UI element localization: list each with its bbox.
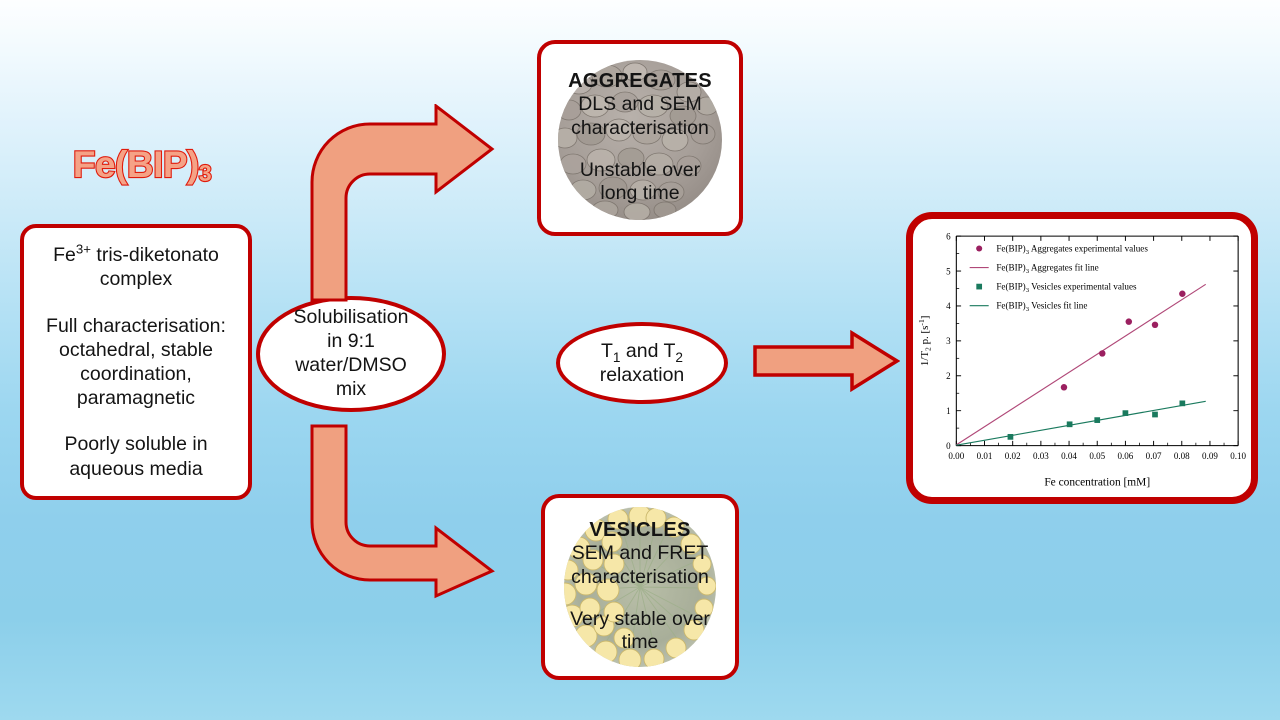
t1-subscript: 1 [612,349,621,365]
svg-text:Fe(BIP)3 Aggregates fit line: Fe(BIP)3 Aggregates fit line [996,262,1098,274]
t2-subscript: 2 [675,349,684,365]
svg-text:0.09: 0.09 [1202,451,1218,461]
properties-box: Fe3+ tris-diketonato complex Full charac… [20,224,252,500]
title-main: Fe(BIP) [72,143,201,186]
straight-arrow-to-chart [753,330,900,392]
relaxation-node: T1 and T2 relaxation [556,322,728,404]
relaxivity-chart-panel: 0.00 0.01 0.02 0.03 0.04 0.05 0.06 0.07 0.08 0.09… [906,212,1258,504]
charge-superscript: 3+ [75,241,91,257]
svg-text:0.04: 0.04 [1061,451,1077,461]
svg-text:0.05: 0.05 [1089,451,1105,461]
svg-text:Fe(BIP)3 Vesicles fit line: Fe(BIP)3 Vesicles fit line [996,300,1087,312]
svg-text:0.10: 0.10 [1230,451,1246,461]
svg-text:4: 4 [946,301,951,311]
title-subscript: 3 [198,160,213,187]
svg-text:0.01: 0.01 [977,451,993,461]
vesicles-stability: Very stable over time [570,607,710,654]
relaxation-label: T1 and T2 relaxation [599,339,685,386]
vesicles-box: VESICLES SEM and FRET characterisation V… [541,494,739,680]
relaxivity-chart: 0.00 0.01 0.02 0.03 0.04 0.05 0.06 0.07 0.08 0.09… [917,231,1247,489]
page-title: Fe(BIP)3 [22,143,262,187]
svg-text:Fe(BIP)3 Aggregates experiment: Fe(BIP)3 Aggregates experimental values [996,243,1148,255]
curved-arrow-to-vesicles [310,424,495,599]
svg-text:0.00: 0.00 [948,451,964,461]
solubilisation-node: Solubilisation in 9:1 water/DMSO mix [256,296,446,412]
svg-text:0.06: 0.06 [1118,451,1134,461]
svg-text:0: 0 [946,441,951,451]
aggregates-title: AGGREGATES [568,69,712,92]
curved-arrow-to-aggregates [310,104,495,302]
vesicles-title: VESICLES [589,518,691,541]
aggregates-stability: Unstable over long time [579,158,701,205]
svg-text:6: 6 [946,231,951,241]
svg-text:0.07: 0.07 [1146,451,1162,461]
svg-text:1/T2 p. [s-1]: 1/T2 p. [s-1] [917,316,933,367]
solubilisation-label: Solubilisation in 9:1 water/DMSO mix [293,306,409,400]
property-complex-type: Fe3+ tris-diketonato complex [53,241,219,291]
svg-text:0.03: 0.03 [1033,451,1049,461]
svg-text:3: 3 [946,336,951,346]
svg-text:2: 2 [946,371,951,381]
svg-text:Fe concentration [mM]: Fe concentration [mM] [1044,477,1150,489]
svg-text:0.02: 0.02 [1005,451,1021,461]
svg-text:5: 5 [946,266,951,276]
svg-text:1: 1 [946,406,951,416]
aggregates-characterisation: DLS and SEM characterisation [571,92,709,139]
svg-text:0.08: 0.08 [1174,451,1190,461]
aggregates-box: AGGREGATES DLS and SEM characterisation … [537,40,743,236]
svg-text:Fe(BIP)3 Vesicles experimental: Fe(BIP)3 Vesicles experimental values [996,281,1137,293]
property-solubility: Poorly soluble in aqueous media [64,433,208,480]
property-characterisation: Full characterisation: octahedral, stabl… [46,314,226,410]
vesicles-characterisation: SEM and FRET characterisation [571,541,709,588]
